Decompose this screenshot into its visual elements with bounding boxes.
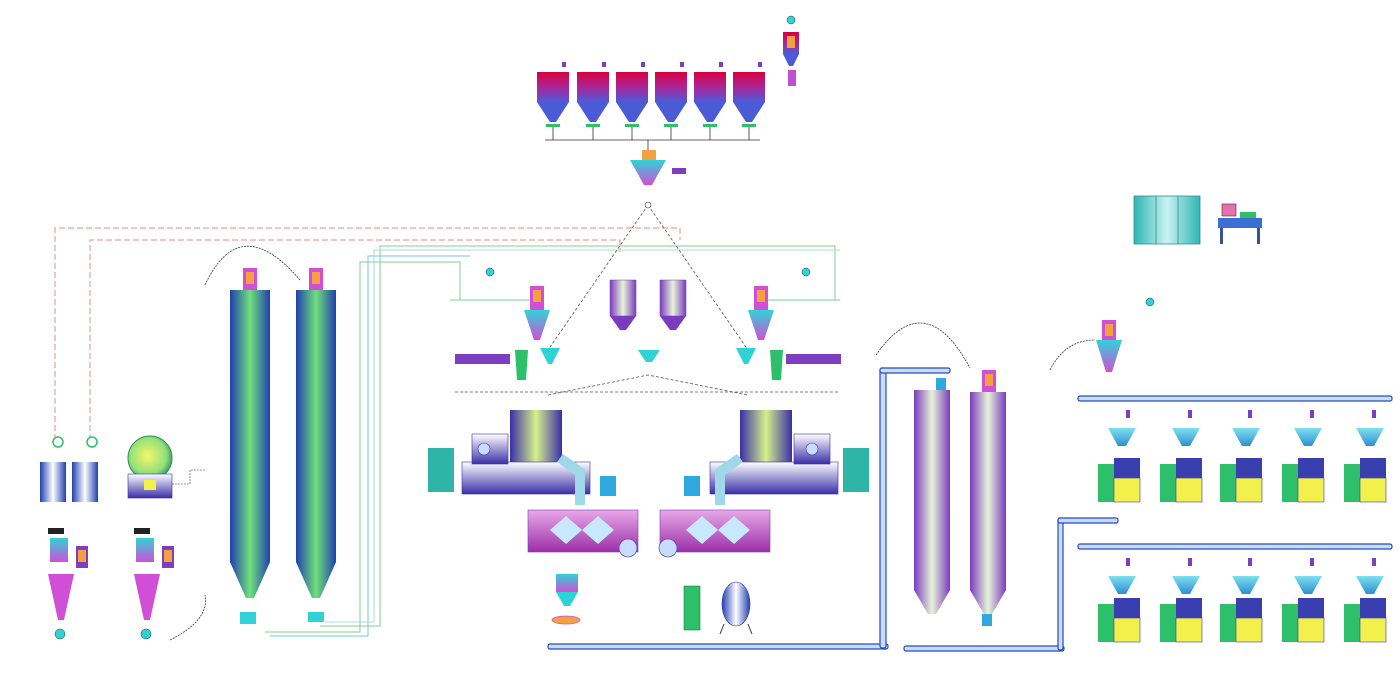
packing-machine-icon <box>1098 428 1141 503</box>
packing-row-upper <box>1098 428 1387 503</box>
packing-machine-icon <box>1160 576 1203 643</box>
cyclone-separator-icon <box>551 574 581 625</box>
packing-machine-icon <box>1098 576 1141 643</box>
feed-station-icon <box>134 528 174 640</box>
storage-silo-icon <box>914 378 950 614</box>
material-transport-lines <box>265 245 840 637</box>
weighing-funnel-icon <box>630 150 686 209</box>
chain-conveyor-icon <box>547 367 951 650</box>
screw-conveyor-icon <box>658 509 771 558</box>
storage-silo-icon <box>296 268 336 622</box>
packing-machine-icon <box>1344 428 1387 503</box>
packing-machine-icon <box>1282 576 1325 643</box>
valve-icon-group <box>1126 410 1376 566</box>
dashed-air-lines <box>54 227 681 440</box>
dosing-lines <box>455 204 840 396</box>
packing-feed-hopper <box>1096 297 1155 372</box>
filter-hopper-row <box>537 62 765 160</box>
filter-hopper-icon <box>537 62 569 122</box>
additive-silo-pair <box>609 279 687 362</box>
packing-row-lower <box>1098 576 1387 643</box>
control-desk-icon <box>1218 203 1262 244</box>
packing-machine-icon <box>1220 576 1263 643</box>
batch-hopper-right <box>736 267 841 380</box>
packing-machine-icon <box>1344 576 1387 643</box>
mixer-icon <box>428 410 591 495</box>
transfer-chute-pair <box>557 453 743 505</box>
pressure-vessel-icon <box>683 581 753 635</box>
filter-hopper-icon <box>577 62 609 122</box>
return-arcs <box>169 245 1096 641</box>
filter-hopper-icon <box>694 62 726 122</box>
filter-hopper-icon <box>733 62 765 122</box>
chain-conveyor-icon <box>903 517 1119 652</box>
mixer-icon <box>709 410 869 495</box>
spherical-tank-icon <box>127 435 206 499</box>
batch-hopper-left <box>455 267 560 380</box>
packing-distribution-conveyor <box>1077 395 1393 550</box>
filter-hopper-icon <box>655 62 687 122</box>
feed-station-icon <box>48 528 88 640</box>
storage-silo-icon <box>970 370 1006 626</box>
packing-machine-icon <box>1282 428 1325 503</box>
storage-cylinder-icon <box>40 462 98 502</box>
gauge-pair-left <box>52 436 98 448</box>
packing-machine-icon <box>1220 428 1263 503</box>
screw-conveyor-icon <box>527 509 639 558</box>
control-cabinet-icon <box>1133 195 1201 245</box>
packing-machine-icon <box>1160 428 1203 503</box>
dust-collector-icon <box>783 15 799 86</box>
filter-hopper-icon <box>616 62 648 122</box>
storage-silo-icon <box>230 268 270 624</box>
